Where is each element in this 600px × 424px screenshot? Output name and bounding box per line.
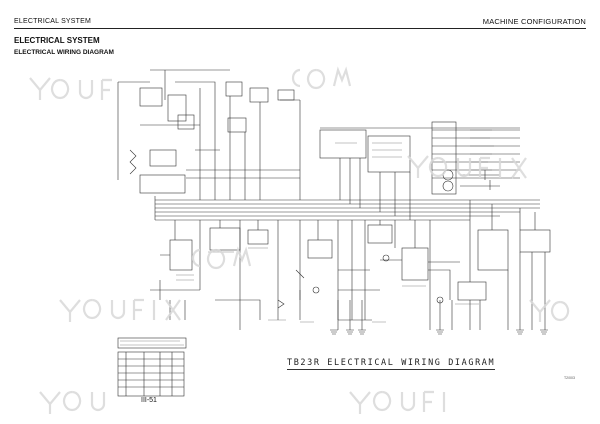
diagram-title-underline xyxy=(287,369,496,370)
header-rule xyxy=(14,28,586,29)
header-chapter-label: MACHINE CONFIGURATION xyxy=(482,17,586,26)
figure-id: T2/003 xyxy=(564,376,575,380)
diagram-title: TB23R ELECTRICAL WIRING DIAGRAM xyxy=(287,358,496,370)
diagram-title-text: TB23R ELECTRICAL WIRING DIAGRAM xyxy=(287,358,496,368)
page-number: III-51 xyxy=(141,397,157,404)
section-title: ELECTRICAL SYSTEM xyxy=(14,36,100,45)
header-section-label: ELECTRICAL SYSTEM xyxy=(14,18,92,25)
diagram-subtitle: ELECTRICAL WIRING DIAGRAM xyxy=(14,49,114,56)
